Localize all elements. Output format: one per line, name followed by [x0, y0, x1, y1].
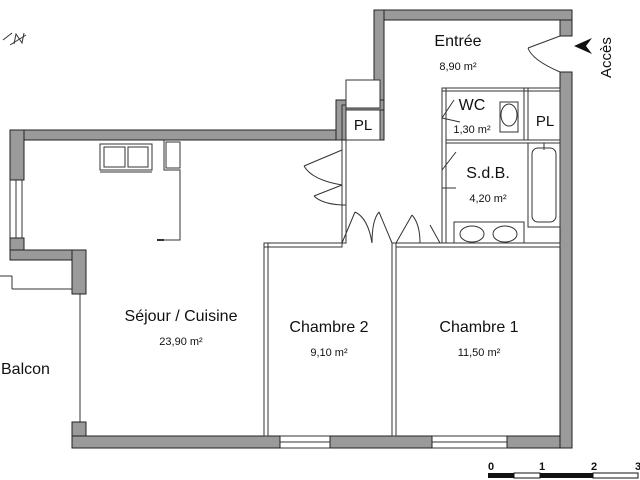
- room-name-sejour: Séjour / Cuisine: [125, 308, 238, 325]
- balcon-area: [0, 275, 81, 424]
- room-name-chambre1: Chambre 1: [439, 319, 518, 336]
- scale-tick-1: 1: [539, 461, 545, 473]
- scale-tick-2: 2: [591, 461, 597, 473]
- room-name-balcon: Balcon: [1, 361, 50, 378]
- compass-mark: [2, 32, 27, 46]
- placard-entree: [345, 79, 381, 141]
- room-name-sdb: S.d.B.: [466, 165, 510, 182]
- room-area-entree: 8,90 m²: [439, 61, 477, 73]
- bottom-windows: [280, 435, 507, 449]
- wc-toilet: [499, 101, 519, 133]
- room-area-sejour: 23,90 m²: [159, 336, 203, 348]
- placard-label-sdb: PL: [536, 113, 554, 130]
- room-name-entree: Entrée: [434, 33, 481, 50]
- room-name-wc: WC: [459, 97, 486, 114]
- room-name-chambre2: Chambre 2: [289, 319, 368, 336]
- interior-walls: [263, 87, 561, 437]
- access-label: Accès: [598, 37, 615, 78]
- bathtub: [527, 142, 561, 228]
- double-vanity: [453, 221, 525, 244]
- door-swings: [303, 35, 561, 244]
- placard-label-entree: PL: [354, 117, 372, 134]
- left-window: [9, 180, 23, 238]
- room-area-chambre1: 11,50 m²: [458, 347, 501, 359]
- placard-sdb: [527, 90, 561, 141]
- room-area-sdb: 4,20 m²: [469, 193, 507, 205]
- scale-bar: 0 1 2 3: [488, 461, 640, 479]
- room-area-chambre2: 9,10 m²: [310, 347, 348, 359]
- room-area-wc: 1,30 m²: [453, 124, 491, 136]
- scale-tick-3: 3: [635, 461, 640, 473]
- kitchen-cabinet: [157, 140, 181, 241]
- access-arrow-icon: [574, 38, 592, 54]
- kitchen-sink: [99, 143, 153, 173]
- scale-tick-0: 0: [488, 461, 494, 473]
